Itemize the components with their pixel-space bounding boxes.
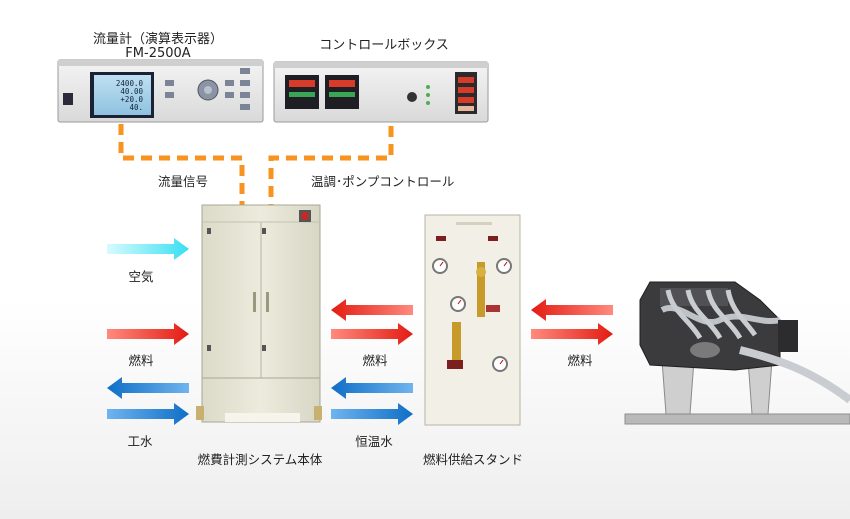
fuel-label-middle: 燃料 bbox=[362, 353, 388, 368]
control-box-label: コントロールボックス bbox=[319, 38, 449, 53]
fuel-label-right: 燃料 bbox=[567, 353, 593, 368]
signal-lines bbox=[118, 124, 394, 205]
temp-pump-control-label: 温調･ポンプコントロール bbox=[311, 174, 455, 189]
flowmeter-label-line1: 流量計（演算表示器） bbox=[92, 32, 224, 47]
arrow-air-in bbox=[107, 238, 189, 260]
display-value-4: 40. bbox=[129, 103, 143, 112]
arrow-fuel-in-main bbox=[107, 323, 189, 345]
main-unit-label: 燃費計測システム本体 bbox=[197, 452, 323, 467]
display-value-1: 2400.0 bbox=[116, 79, 144, 88]
air-label: 空気 bbox=[128, 269, 154, 284]
arrow-const-water-in bbox=[331, 403, 413, 425]
arrow-water-in bbox=[107, 403, 189, 425]
constant-temp-water-label: 恒温水 bbox=[355, 434, 393, 449]
power-switch-icon bbox=[63, 93, 73, 105]
engine-assembly bbox=[624, 281, 850, 425]
fuel-supply-stand-label: 燃料供給スタンド bbox=[422, 452, 524, 467]
arrow-fuel-to-engine bbox=[531, 323, 613, 345]
arrow-fuel-return bbox=[331, 299, 413, 321]
arrow-water-out bbox=[107, 377, 189, 399]
fuel-supply-stand bbox=[424, 214, 521, 426]
control-box-device bbox=[273, 61, 489, 123]
arrow-fuel-supply bbox=[331, 323, 413, 345]
display-value-2: 40.00 bbox=[120, 87, 143, 96]
flowmeter-device bbox=[57, 59, 264, 123]
flowmeter-label: 流量計（演算表示器） FM-2500A bbox=[93, 28, 223, 61]
arrow-fuel-from-engine bbox=[531, 299, 613, 321]
lcd-screen bbox=[94, 75, 151, 115]
brass-valve-icon bbox=[477, 262, 485, 317]
dial-knob-icon bbox=[407, 92, 417, 102]
flow-signal-label: 流量信号 bbox=[157, 174, 209, 189]
main-unit-cabinet bbox=[196, 204, 322, 423]
flowmeter-label-line2: FM-2500A bbox=[125, 46, 191, 61]
display-value-3: +20.0 bbox=[120, 95, 143, 104]
arrow-const-water-out bbox=[331, 377, 413, 399]
flow-arrows bbox=[107, 238, 613, 425]
fuel-label-left: 燃料 bbox=[128, 353, 154, 368]
industrial-water-label: 工水 bbox=[127, 434, 153, 449]
